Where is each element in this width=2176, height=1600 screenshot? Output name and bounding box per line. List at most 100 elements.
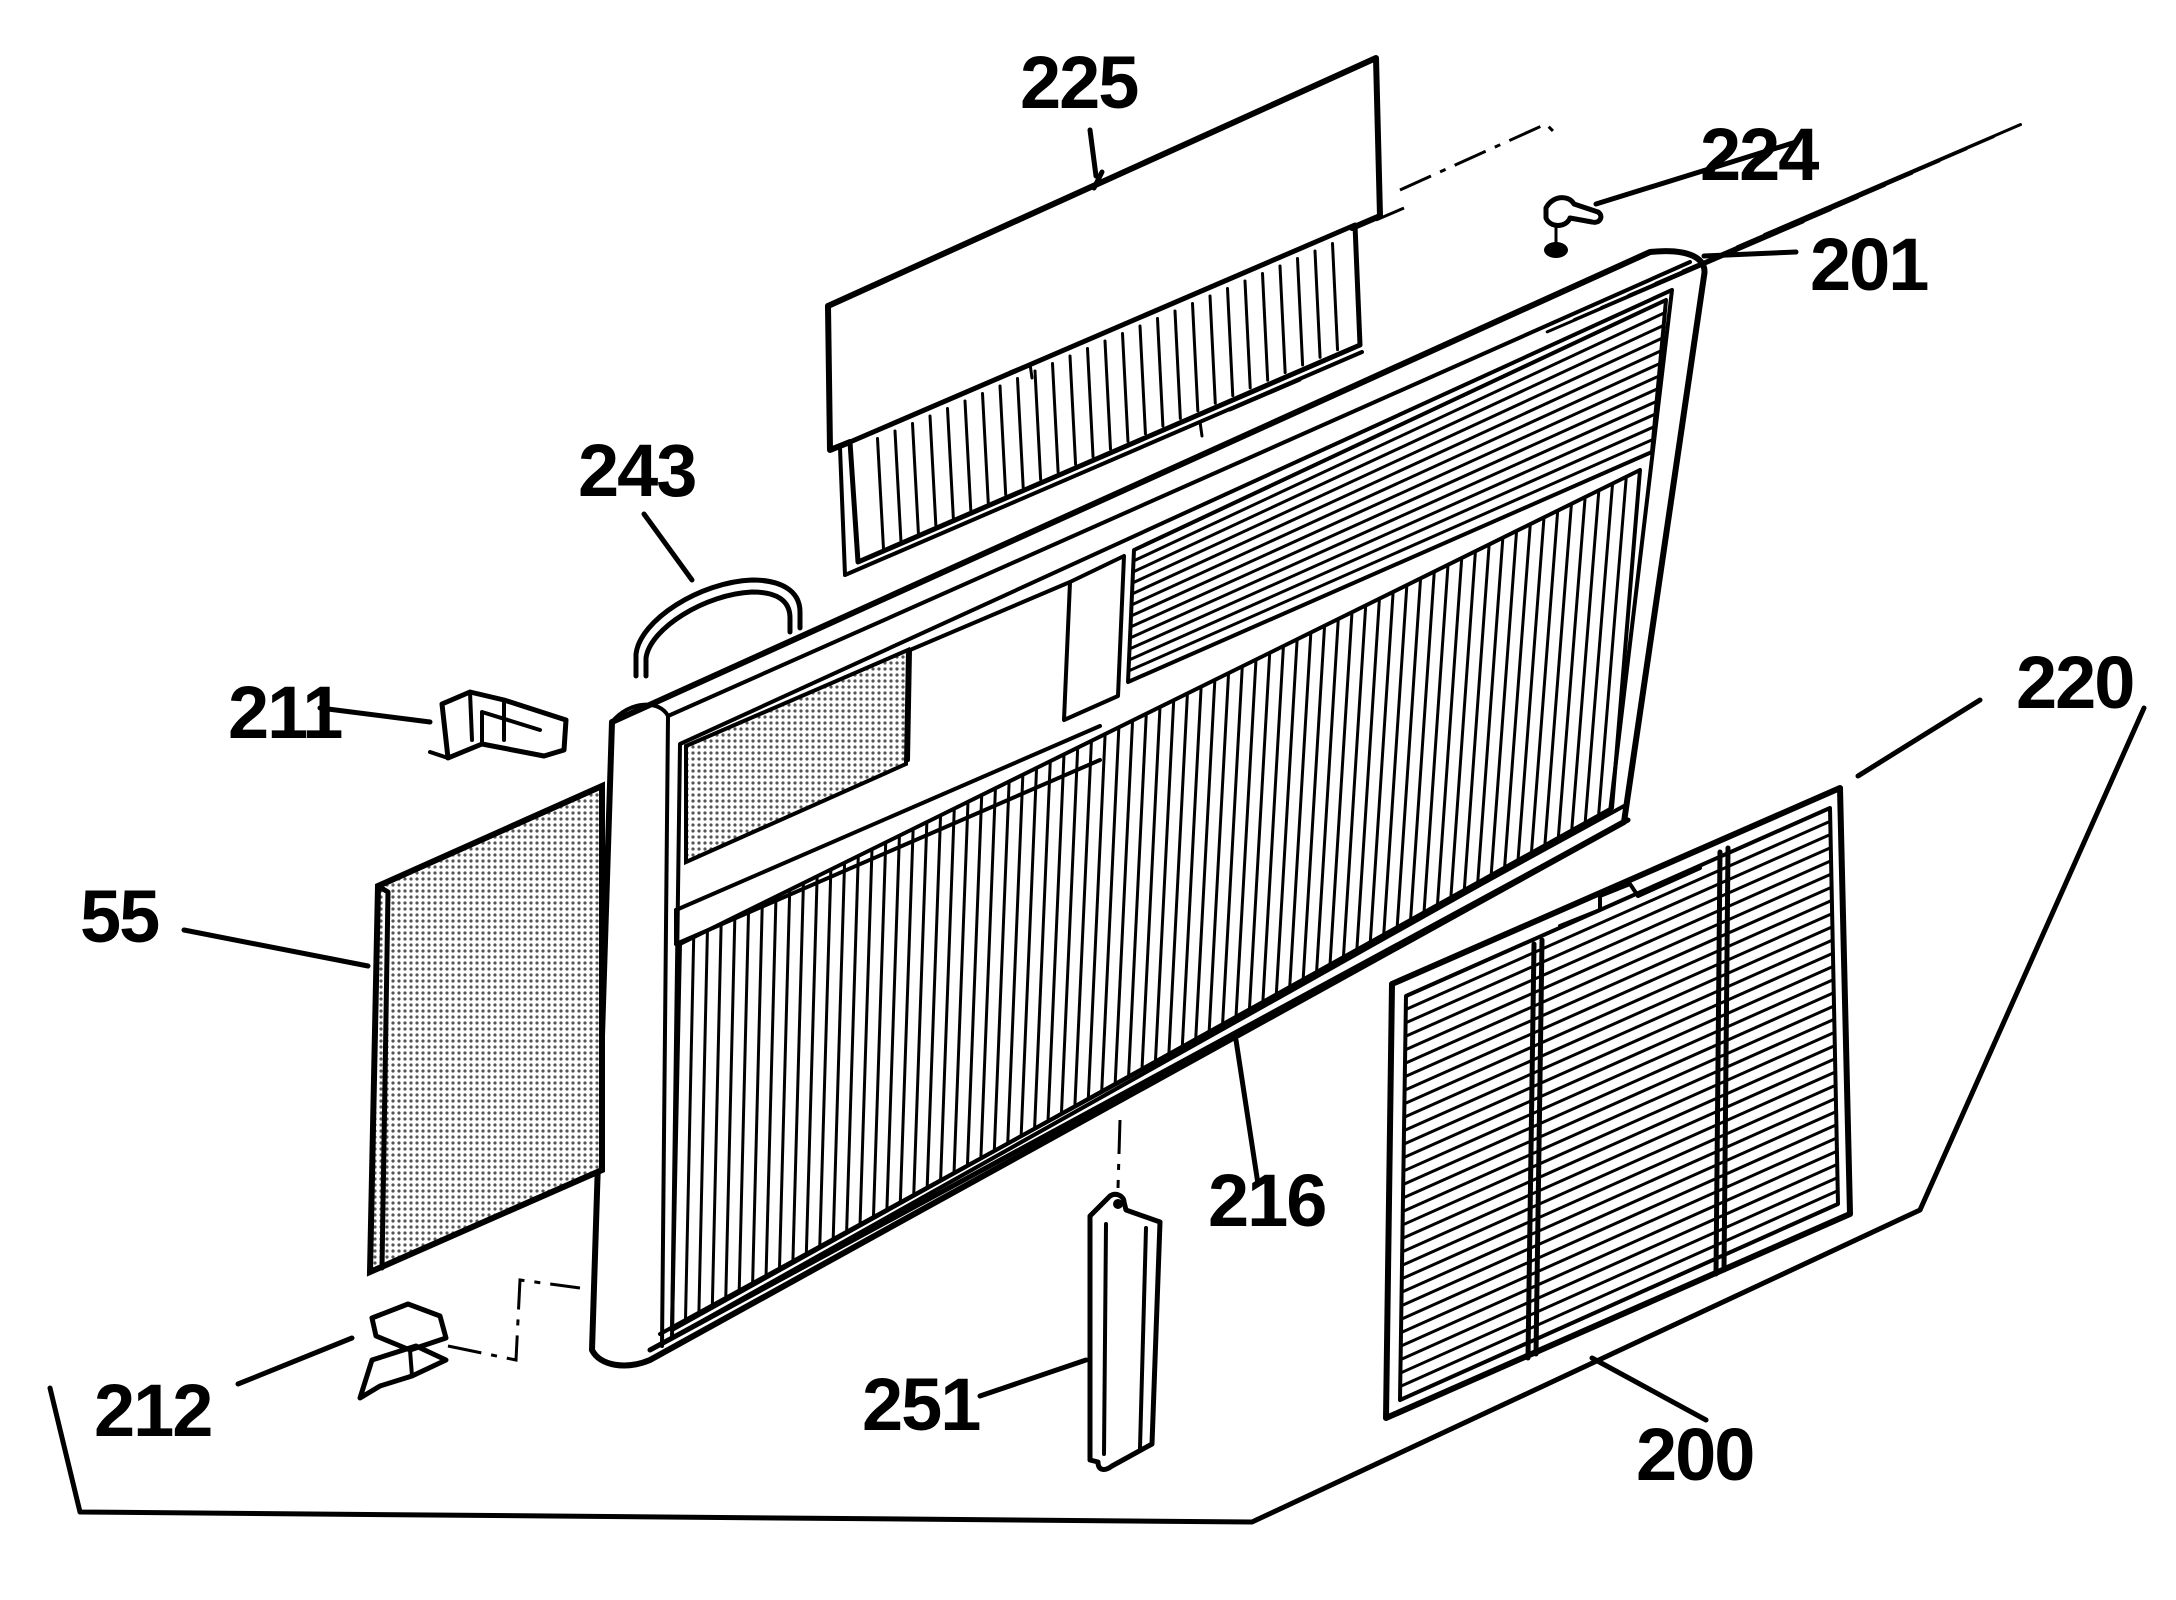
label-224: 224 — [1700, 113, 1819, 196]
grille-bar — [1543, 502, 1573, 847]
grille-bar — [871, 840, 888, 1220]
label-201: 201 — [1810, 223, 1928, 306]
grille-bar — [1153, 698, 1176, 1064]
louver-slat — [1226, 287, 1235, 397]
grille-bar — [1046, 752, 1066, 1123]
horizontal-louver — [1131, 336, 1664, 585]
louver-slat — [928, 414, 938, 527]
louver-slat — [1173, 309, 1182, 420]
leader-lines — [181, 127, 1983, 1423]
grille-bar — [1503, 522, 1532, 870]
grille-220-bar — [1402, 964, 1835, 1160]
grille-bar — [751, 901, 764, 1287]
front-grille-220 — [1383, 785, 1853, 1421]
grille-220-bar — [1401, 1030, 1837, 1227]
grille-bar — [1476, 536, 1505, 885]
horizontal-louver — [1128, 412, 1657, 651]
grille-220-bar — [1403, 872, 1833, 1065]
grille-bar — [1328, 610, 1354, 967]
front-grille-frame — [589, 123, 2023, 1369]
grille-bar — [1409, 570, 1436, 922]
grille-bar — [1449, 549, 1477, 899]
grille-bar — [1395, 576, 1423, 929]
louver-slat — [1156, 317, 1165, 428]
louver-slat — [893, 429, 903, 543]
label-200: 200 — [1636, 1413, 1753, 1496]
louver-slat — [998, 384, 1008, 497]
knob-part — [1543, 195, 1604, 258]
grille-bar — [831, 861, 847, 1243]
latch-part-212 — [357, 1301, 449, 1401]
grille-bar — [1583, 482, 1615, 825]
grille-220-bar — [1400, 1044, 1837, 1240]
grille-bar — [1301, 624, 1327, 982]
horizontal-louver — [1132, 311, 1667, 563]
grille-220-bar — [1399, 1110, 1838, 1308]
grille-bar — [1556, 495, 1587, 840]
top-louver-panel — [825, 55, 1383, 577]
louver-slat — [876, 437, 885, 550]
grille-bar — [804, 874, 819, 1257]
grille-bar — [1167, 691, 1189, 1056]
reference-labels: 225 224 201 243 211 220 55 216 212 251 2… — [80, 41, 2135, 1496]
louver-slat — [1191, 302, 1200, 413]
grille-bar — [992, 779, 1011, 1153]
grille-bar — [1059, 746, 1080, 1116]
grille-bar — [1194, 678, 1217, 1041]
grille-220-bar — [1402, 925, 1834, 1119]
grille-bar — [1073, 739, 1093, 1108]
grille-220-bar — [1403, 859, 1833, 1052]
grille-bar — [1315, 617, 1340, 974]
assembly-bracket — [47, 705, 2147, 1525]
grille-bar — [1113, 719, 1135, 1086]
grille-bar — [858, 847, 874, 1228]
alignment-lines — [447, 122, 1556, 1362]
grille-bar — [885, 834, 901, 1213]
grille-220-bar — [1400, 1057, 1837, 1254]
grille-bar — [710, 922, 723, 1310]
grille-220-bar — [1398, 1189, 1840, 1389]
grille-220-bar — [1402, 912, 1834, 1106]
clip-part-211 — [428, 689, 569, 761]
grille-220-bar — [1399, 1162, 1839, 1362]
horizontal-louver — [1131, 323, 1666, 574]
grille-bar — [1207, 671, 1231, 1034]
label-216: 216 — [1208, 1159, 1325, 1242]
grille-bar — [1516, 515, 1546, 862]
grille-220-bar — [1402, 938, 1835, 1133]
louver-slat — [1121, 332, 1130, 443]
grille-220-bar — [1400, 1083, 1838, 1281]
grille-bar — [737, 908, 751, 1295]
label-212: 212 — [94, 1369, 211, 1452]
grille-bar — [1355, 597, 1381, 952]
horizontal-louver — [1128, 399, 1659, 640]
louver-slat — [1016, 377, 1025, 489]
grille-bar — [1570, 488, 1601, 832]
grille-bar — [912, 820, 929, 1198]
horizontal-louver — [1127, 425, 1656, 662]
label-225: 225 — [1020, 41, 1138, 124]
louver-slat — [1243, 279, 1252, 390]
grille-bar — [1006, 773, 1025, 1146]
grille-bar — [898, 827, 915, 1205]
grille-bar — [979, 786, 997, 1160]
grille-220-bar — [1399, 1123, 1838, 1321]
grille-220-bar — [1399, 1136, 1839, 1335]
horizontal-louver — [1129, 387, 1660, 629]
grille-bar — [1382, 583, 1409, 937]
grille-bar — [683, 935, 696, 1325]
louver-slat — [1296, 257, 1305, 367]
grille-bar — [925, 813, 943, 1190]
grille-bar — [1086, 732, 1107, 1101]
grille-bar — [1529, 509, 1560, 855]
grille-bar — [1597, 475, 1628, 817]
louver-slat — [1138, 324, 1147, 436]
grille-bar — [1100, 725, 1121, 1093]
grille-bar — [697, 928, 709, 1317]
grille-220-bar — [1403, 885, 1834, 1079]
louver-slat — [981, 392, 990, 504]
grille-220-bar — [1401, 1004, 1836, 1200]
louver-slat — [1086, 347, 1095, 459]
louver-slat — [911, 422, 920, 535]
